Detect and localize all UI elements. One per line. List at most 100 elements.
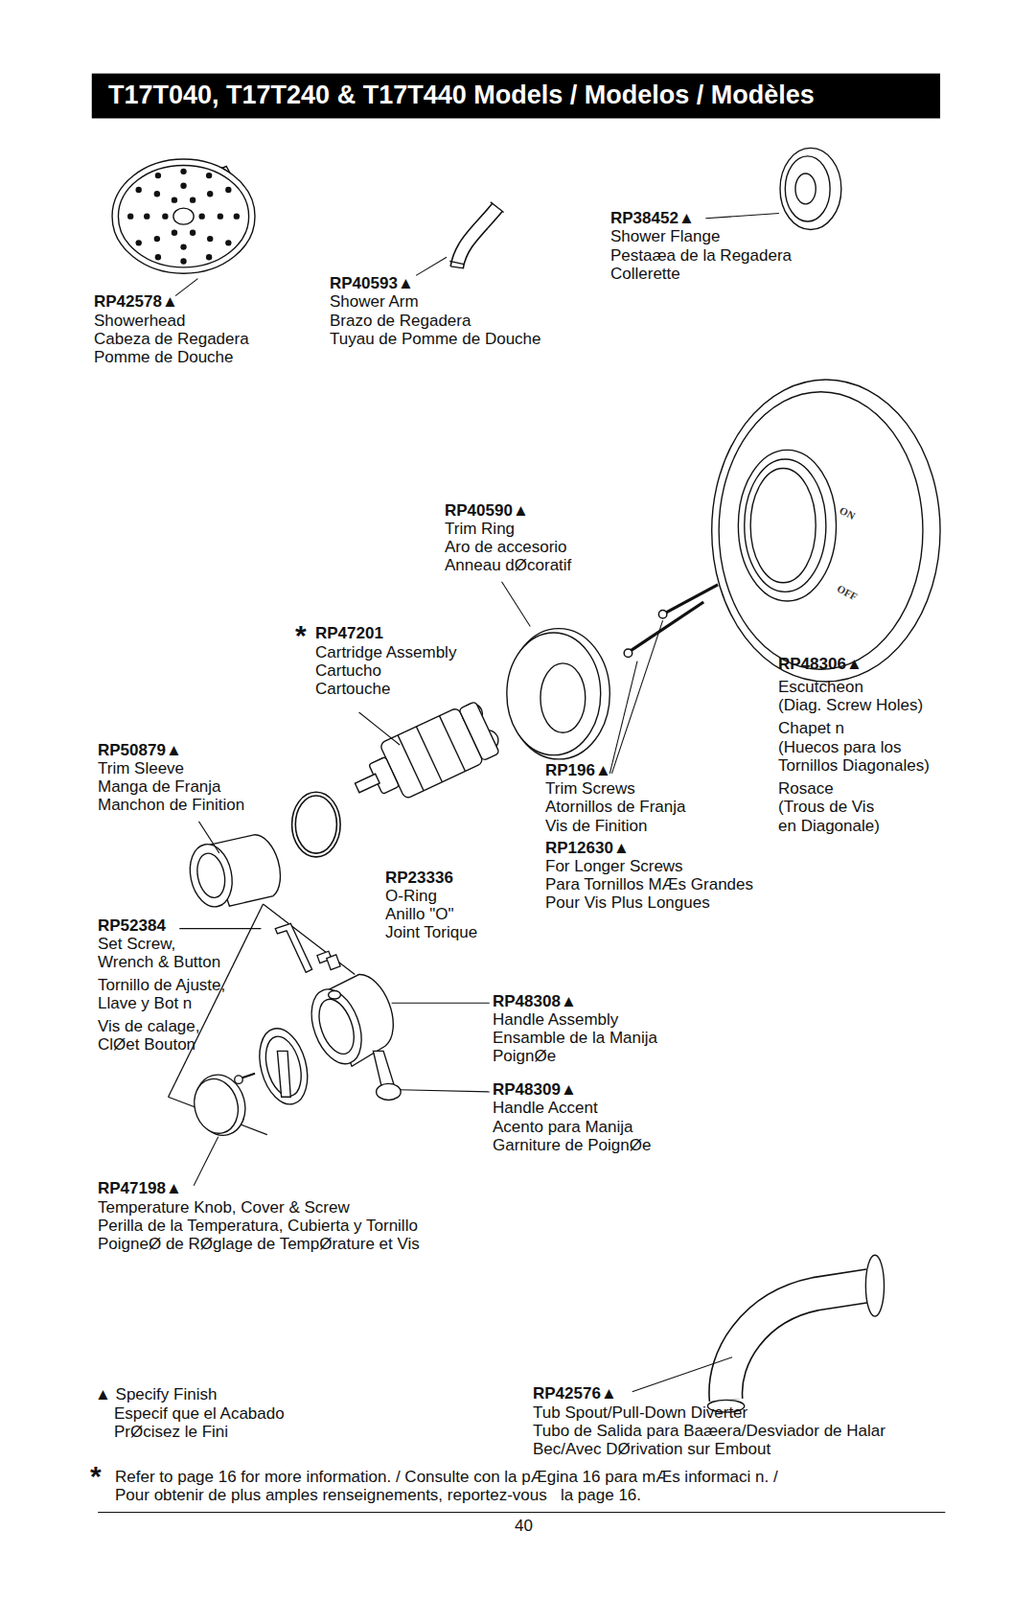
part-name: Brazo de Regadera bbox=[329, 311, 471, 330]
set-screw-part bbox=[326, 954, 341, 970]
escutcheon-part bbox=[750, 468, 816, 583]
part-name: Vis de Finition bbox=[545, 816, 647, 835]
title: T17T040, T17T240 & T17T440 Models / Mode… bbox=[108, 79, 815, 111]
part-number: RP47198▲ bbox=[97, 1178, 183, 1197]
part-name: (Trous de Vis bbox=[778, 797, 874, 816]
part-name: ClØet Bouton bbox=[97, 1035, 196, 1054]
o-ring bbox=[293, 793, 339, 855]
part-name: Llave y Bot n bbox=[97, 993, 192, 1012]
part-name: Showerhead bbox=[93, 311, 185, 330]
handle-assembly-part bbox=[301, 982, 371, 1071]
part-number: RP42578▲ bbox=[93, 292, 179, 311]
showerhead-part bbox=[117, 164, 249, 267]
showerhead-part-part bbox=[189, 196, 196, 203]
part-number: RP40593▲ bbox=[329, 274, 414, 293]
footnote: Refer to page 16 for more information. /… bbox=[115, 1467, 779, 1486]
rule-part bbox=[97, 1511, 945, 1513]
shower-arm bbox=[449, 202, 504, 269]
allen-wrench bbox=[275, 922, 312, 972]
shower-arm-part bbox=[449, 202, 504, 269]
part-number: RP23336 bbox=[385, 868, 454, 887]
o-ring-part bbox=[293, 793, 339, 855]
showerhead-part-part bbox=[225, 186, 231, 193]
tub-spout-part bbox=[725, 1285, 869, 1400]
part-name: O-Ring bbox=[385, 886, 437, 905]
part-name: Ensamble de la Manija bbox=[492, 1028, 658, 1047]
escutcheon-part bbox=[712, 379, 941, 682]
footnote: ▲ Specify Finish bbox=[94, 1384, 217, 1403]
shower-arm-part bbox=[457, 207, 499, 268]
part-name: Cartridge Assembly bbox=[315, 643, 457, 662]
escutcheon-part bbox=[718, 391, 923, 670]
cartridge-part bbox=[415, 726, 442, 782]
trim-sleeve bbox=[184, 834, 281, 911]
part-name: Cartucho bbox=[315, 661, 382, 680]
showerhead-part-part bbox=[189, 229, 196, 235]
temperature-knob-part bbox=[188, 1073, 245, 1138]
part-name: Cartouche bbox=[315, 679, 391, 698]
showerhead-part-part bbox=[136, 186, 142, 193]
footnote: Especif que el Acabado bbox=[114, 1403, 285, 1423]
part-name: Handle Assembly bbox=[492, 1010, 619, 1029]
shower-flange-part bbox=[795, 173, 816, 205]
note-marker: * bbox=[295, 621, 307, 650]
part-name: Anillo "O" bbox=[385, 904, 455, 923]
leader-lines-part bbox=[632, 1357, 733, 1392]
showerhead-part-part bbox=[161, 212, 168, 219]
part-name: Trim Ring bbox=[444, 519, 515, 538]
title-band bbox=[92, 73, 941, 119]
part-name: Trim Screws bbox=[545, 779, 636, 798]
shower-flange-part bbox=[784, 156, 830, 222]
temperature-knob-part bbox=[188, 1068, 253, 1141]
part-number: RP48308▲ bbox=[492, 991, 577, 1011]
leader-lines-part bbox=[179, 927, 261, 929]
part-name: Trim Sleeve bbox=[97, 759, 184, 778]
showerhead-part-part bbox=[233, 212, 240, 219]
trim-screws-part bbox=[658, 610, 667, 620]
showerhead-part-part bbox=[154, 190, 161, 197]
part-name: Rosace bbox=[778, 779, 834, 798]
leader-lines-part bbox=[391, 1002, 490, 1004]
tub-spout-part bbox=[725, 1285, 869, 1400]
part-name: Tuyau de Pomme de Douche bbox=[329, 329, 542, 348]
part-name: Handle Accent bbox=[492, 1098, 598, 1117]
part-number: RP50879▲ bbox=[97, 740, 183, 759]
part-name: Tornillo de Ajuste, bbox=[97, 975, 226, 994]
trim-sleeve-part bbox=[193, 850, 230, 900]
showerhead-part-part bbox=[154, 235, 161, 242]
cartridge-part bbox=[397, 735, 424, 791]
part-name: Garniture de PoignØe bbox=[492, 1135, 651, 1154]
part-number: RP47201 bbox=[315, 623, 384, 643]
trim-sleeve-part bbox=[184, 840, 238, 911]
cartridge-part bbox=[354, 773, 380, 793]
showerhead-part-part bbox=[206, 172, 212, 179]
handle-assembly-part bbox=[372, 1050, 393, 1085]
part-number: RP42576▲ bbox=[532, 1383, 618, 1403]
showerhead-part-part bbox=[155, 172, 161, 179]
tub-spout-part bbox=[865, 1254, 884, 1316]
part-name: Set Screw, bbox=[97, 934, 176, 953]
showerhead-part-part bbox=[127, 212, 134, 219]
showerhead-part-part bbox=[180, 243, 186, 250]
part-name: Temperature Knob, Cover & Screw bbox=[97, 1197, 350, 1217]
o-ring-part bbox=[293, 793, 339, 855]
escutcheon bbox=[712, 379, 941, 682]
part-name: Atornillos de Franja bbox=[545, 797, 686, 816]
trim-ring bbox=[506, 628, 610, 759]
showerhead-part-part bbox=[206, 253, 212, 260]
part-name: Chapet n bbox=[778, 718, 845, 737]
part-name: Aro de accesorio bbox=[444, 537, 568, 556]
part-name: en Diagonale) bbox=[778, 816, 880, 835]
part-name: Vis de calage, bbox=[97, 1016, 200, 1035]
part-name: Pour Vis Plus Longues bbox=[545, 893, 711, 912]
cartridge-part bbox=[459, 700, 501, 760]
part-name: Anneau dØcoratif bbox=[444, 555, 572, 575]
temperature-knob-part bbox=[276, 1050, 291, 1097]
part-name: (Huecos para los bbox=[778, 737, 902, 757]
showerhead-part-part bbox=[171, 196, 178, 203]
escutcheon-part bbox=[737, 449, 836, 601]
part-number: RP48306▲ bbox=[778, 654, 863, 673]
part-name: PoignØe bbox=[492, 1046, 556, 1065]
shower-flange bbox=[780, 147, 842, 230]
